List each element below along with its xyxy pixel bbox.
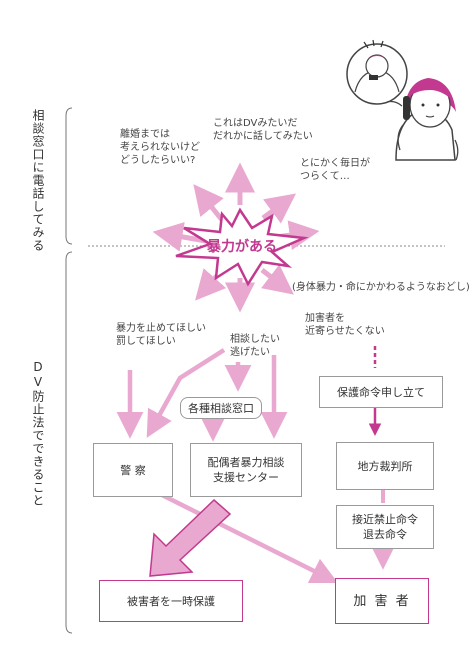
woman-on-phone-illustration <box>395 78 459 161</box>
top-bracket <box>65 107 73 245</box>
thought-dv: これはDVみたいだ だれかに話してみたい <box>213 117 313 143</box>
wish-line: 近寄らせたくない <box>305 326 385 337</box>
person-thought-illustration <box>346 39 408 105</box>
burst-arrow <box>193 184 224 222</box>
police-box: 警 察 <box>93 443 173 497</box>
wish-line: 暴力を止めてほしい <box>116 323 206 334</box>
big-arrow-protection <box>149 498 232 577</box>
orders-box: 接近禁止命令 退去命令 <box>336 505 434 549</box>
arrow-consult-to-police <box>146 348 226 438</box>
district-court-box: 地方裁判所 <box>336 442 434 490</box>
thought-line: つらくて… <box>300 171 350 182</box>
wish-keep-away: 加害者を 近寄らせたくない <box>305 312 385 338</box>
protection-order-petition-box: 保護命令申し立て <box>319 376 443 408</box>
thought-line: だれかに話してみたい <box>213 131 313 142</box>
side-label-dv-law: DV防止法でできること <box>31 360 45 507</box>
violence-label: 暴力がある <box>207 239 277 255</box>
thought-line: 離婚までは <box>120 129 170 140</box>
spousal-center-line: 支援センター <box>213 471 279 484</box>
violence-note: (身体暴力・命にかかわるようなおどし) <box>292 282 470 293</box>
order-line: 退去命令 <box>363 528 407 541</box>
wish-stop: 暴力を止めてほしい 罰してほしい <box>116 322 206 348</box>
wish-line: 相談したい <box>230 334 280 345</box>
burst-arrow <box>261 193 297 224</box>
burst-arrow <box>260 264 294 295</box>
wish-consult: 相談したい 逃げたい <box>230 333 280 359</box>
spousal-center-line: 配偶者暴力相談 <box>207 456 285 469</box>
order-line: 接近禁止命令 <box>352 513 418 526</box>
arrow-police-to-perpetrator <box>154 489 339 584</box>
thought-line: これはDVみたいだ <box>213 118 298 129</box>
thought-tired: とにかく毎日が つらくて… <box>300 157 370 183</box>
spousal-center-box: 配偶者暴力相談 支援センター <box>190 443 302 497</box>
thought-line: 考えられないけど <box>120 142 200 153</box>
wish-line: 逃げたい <box>230 347 270 358</box>
side-label-consult: 相談窓口に電話してみる <box>31 109 45 252</box>
wish-line: 罰してほしい <box>116 336 176 347</box>
thought-divorce: 離婚までは 考えられないけど どうしたらいい? <box>120 128 200 167</box>
temporary-protection-box: 被害者を一時保護 <box>99 580 243 622</box>
thought-line: どうしたらいい? <box>120 155 196 166</box>
wish-line: 加害者を <box>305 313 345 324</box>
violence-burst <box>175 207 309 287</box>
thought-line: とにかく毎日が <box>300 158 370 169</box>
bubble-connector <box>386 100 403 107</box>
various-counters-box: 各種相談窓口 <box>180 397 262 419</box>
perpetrator-box: 加 害 者 <box>335 578 429 624</box>
bottom-bracket <box>65 251 73 634</box>
